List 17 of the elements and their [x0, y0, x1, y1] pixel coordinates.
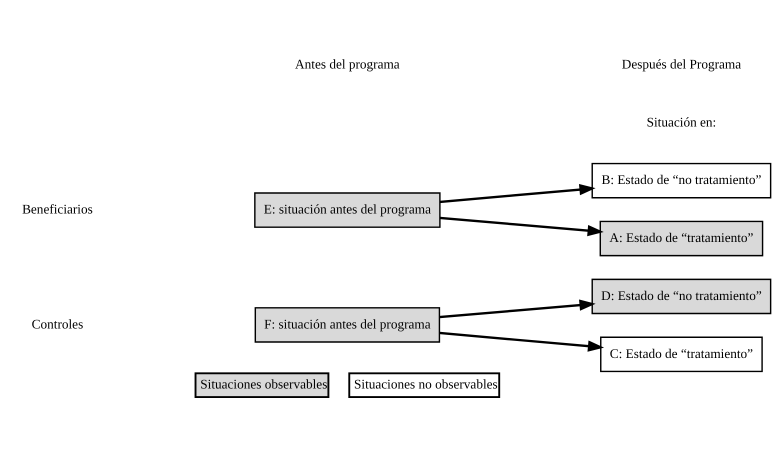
- node-box: A: Estado de “tratamiento”: [600, 220, 764, 256]
- node-box: C: Estado de “tratamiento”: [600, 336, 763, 372]
- arrow: [439, 331, 604, 352]
- label: Después del Programa: [622, 56, 742, 71]
- arrow: [440, 183, 596, 203]
- arrow: [440, 216, 604, 236]
- label: Antes del programa: [295, 56, 400, 71]
- legend-label: Situaciones observables: [200, 376, 328, 392]
- legend-label: Situaciones no observables: [354, 376, 498, 392]
- label: Beneficiarios: [22, 201, 93, 216]
- label: Situación en:: [646, 114, 716, 129]
- label: Controles: [32, 316, 84, 331]
- node-box: B: Estado de “no tratamiento”: [592, 162, 772, 198]
- node-box: F: situación antes del programa: [254, 306, 440, 342]
- arrow: [439, 298, 596, 318]
- node-box: D: Estado de “no tratamiento”: [592, 278, 772, 314]
- node-box: E: situación antes del programa: [254, 192, 441, 228]
